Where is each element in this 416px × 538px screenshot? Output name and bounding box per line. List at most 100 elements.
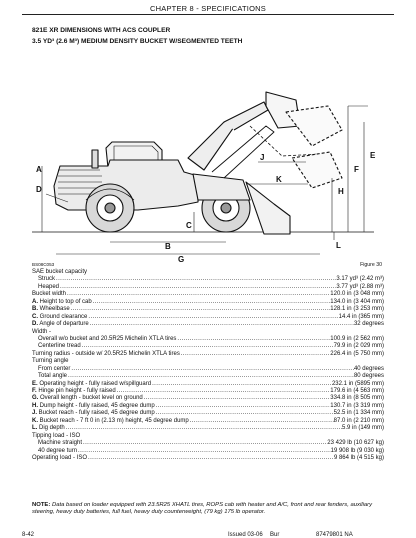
spec-label-text: Operating height - fully raised w/spillg… — [37, 380, 152, 387]
leader-dots — [89, 321, 354, 328]
page-number: 8-42 — [22, 532, 35, 538]
spec-key: D. — [32, 321, 38, 328]
spec-row: Heaped 3.77 yd³ (2.88 m³) — [32, 284, 384, 291]
leader-dots — [87, 314, 338, 321]
spec-label: B. Wheelbase — [32, 306, 70, 313]
issue-date: Issued 03-06 — [228, 532, 263, 538]
spec-label: 40 degree turn — [38, 448, 77, 455]
leader-dots — [189, 418, 334, 425]
spec-row: Machine straight 23 429 lb (10 627 kg) — [32, 440, 384, 447]
spec-label-text: Tipping load - ISO — [32, 432, 81, 439]
spec-label: J. Bucket reach - fully raised, 45 degre… — [32, 410, 155, 417]
spec-value: 226.4 in (5 750 mm) — [330, 350, 384, 357]
spec-row: Bucket width120.0 in (3 048 mm) — [32, 291, 384, 298]
spec-label: G. Overall length - bucket level on grou… — [32, 395, 143, 402]
spec-label-text: Turning angle — [32, 358, 69, 365]
spec-row: Tipping load - ISO — [32, 433, 384, 440]
spec-value: 79.9 in (2 029 mm) — [333, 343, 384, 350]
leader-dots — [66, 291, 330, 298]
header-rule — [22, 14, 394, 15]
note-prefix: NOTE: — [32, 502, 51, 508]
spec-value: 3.17 yd³ (2.42 m³) — [336, 276, 384, 283]
leader-dots — [116, 388, 331, 395]
spec-row: F. Hinge pin height - fully raised 179.6 … — [32, 388, 384, 395]
spec-key: H. — [32, 402, 38, 409]
spec-label-text: Height to top of cab — [38, 298, 92, 305]
page-subtitle: 3.5 YD³ (2.6 M³) MEDIUM DENSITY BUCKET W… — [32, 38, 243, 45]
spec-row: Operating load - ISO9 864 lb (4 515 kg) — [32, 455, 384, 462]
chapter-header: CHAPTER 8 - SPECIFICATIONS — [150, 4, 266, 13]
spec-label: Overall w/o bucket and 20.5R25 Michelin … — [38, 336, 176, 343]
spec-label: H. Dump height - fully raised, 45 degree… — [32, 403, 155, 410]
leader-dots — [143, 395, 331, 402]
spec-label-text: Dig depth — [37, 425, 65, 432]
leader-dots — [180, 351, 330, 358]
spec-value: 130.7 in (3 319 mm) — [330, 402, 384, 409]
spec-row: Width - — [32, 329, 384, 336]
spec-key: L. — [32, 425, 38, 432]
spec-row: SAE bucket capacity — [32, 269, 384, 276]
spec-label-text: Struck — [38, 276, 56, 283]
spec-value: 14.4 in (365 mm) — [338, 313, 384, 320]
spec-row: C. Ground clearance14.4 in (365 mm) — [32, 314, 384, 321]
spec-label: Heaped — [38, 284, 59, 291]
callout-c: C — [186, 221, 192, 230]
leader-dots — [87, 455, 334, 462]
callout-j: J — [260, 153, 264, 162]
spec-value: 23 429 lb (10 627 kg) — [327, 440, 384, 447]
spec-row: E. Operating height - fully raised w/spi… — [32, 381, 384, 388]
spec-label: K. Bucket reach - 7 ft 0 in (2.13 m) hei… — [32, 418, 189, 425]
spec-key: B. — [32, 306, 38, 313]
spec-label-text: Width - — [32, 328, 52, 335]
page-title: 821E XR DIMENSIONS WITH ACS COUPLER — [32, 27, 171, 34]
spec-label: Struck — [38, 276, 55, 283]
spec-label: E. Operating height - fully raised w/spi… — [32, 381, 151, 388]
leader-dots — [176, 336, 330, 343]
spec-value: 179.6 in (4 563 mm) — [330, 388, 384, 394]
callout-b: B — [165, 242, 171, 251]
leader-dots — [82, 440, 327, 447]
part-number: 87479801 NA — [316, 532, 353, 538]
spec-label-text: Bucket reach - 7 ft 0 in (2.13 m) height… — [38, 417, 189, 424]
spec-value: 19 908 lb (9 030 kg) — [330, 447, 384, 454]
spec-value: 3.77 yd³ (2.88 m³) — [336, 283, 384, 290]
spec-label: From center — [38, 366, 70, 373]
spec-label-text: From center — [38, 365, 71, 372]
leader-dots — [77, 448, 331, 455]
spec-value: 232.1 in (5895 mm) — [331, 380, 384, 387]
spec-value: 52.5 in (1 334 mm) — [333, 410, 384, 417]
leader-dots — [70, 306, 331, 313]
leader-dots — [151, 381, 332, 388]
spec-label: Width - — [32, 329, 51, 336]
leader-dots — [155, 403, 331, 410]
spec-label-text: Centerline tread — [38, 343, 81, 350]
callout-d: D — [36, 185, 42, 194]
spec-label-text: Turning radius - outside w/ 20.5R25 Mich… — [32, 350, 180, 357]
leader-dots — [81, 343, 334, 350]
spec-row: Struck 3.17 yd³ (2.42 m³) — [32, 276, 384, 283]
spec-value: 9 864 lb (4 515 kg) — [333, 454, 384, 461]
loader-dimension-diagram: A B C D E F G H J K L — [32, 91, 376, 262]
spec-label-text: Total angle — [38, 373, 68, 380]
spec-label-text: Ground clearance — [38, 313, 88, 320]
spec-label-text: Angle of departure — [38, 321, 89, 328]
spec-label-text: Hinge pin height - fully raised — [36, 388, 116, 394]
spec-label-text: Overall w/o bucket and 20.5R25 Michelin … — [38, 335, 177, 342]
spec-label-text: Overall length - bucket level on ground — [38, 395, 143, 402]
spec-row: J. Bucket reach - fully raised, 45 degre… — [32, 410, 384, 417]
figure-code: BS08C053 — [32, 262, 55, 267]
leader-dots — [92, 299, 331, 306]
spec-value: 87.0 in (2 210 mm) — [333, 417, 384, 424]
leader-dots — [67, 373, 354, 380]
note-text: Data based on loader equipped with 23.5R… — [32, 502, 373, 516]
spec-label: D. Angle of departure — [32, 321, 89, 328]
leader-dots — [59, 284, 336, 291]
spec-row: B. Wheelbase128.1 in (3 253 mm) — [32, 306, 384, 313]
spec-label: F. Hinge pin height - fully raised — [32, 388, 116, 395]
callout-h: H — [338, 187, 344, 196]
spec-label: SAE bucket capacity — [32, 269, 87, 276]
spec-label-text: Machine straight — [38, 440, 83, 447]
spec-label: Total angle — [38, 373, 67, 380]
spec-value: 120.0 in (3 048 mm) — [330, 291, 384, 298]
